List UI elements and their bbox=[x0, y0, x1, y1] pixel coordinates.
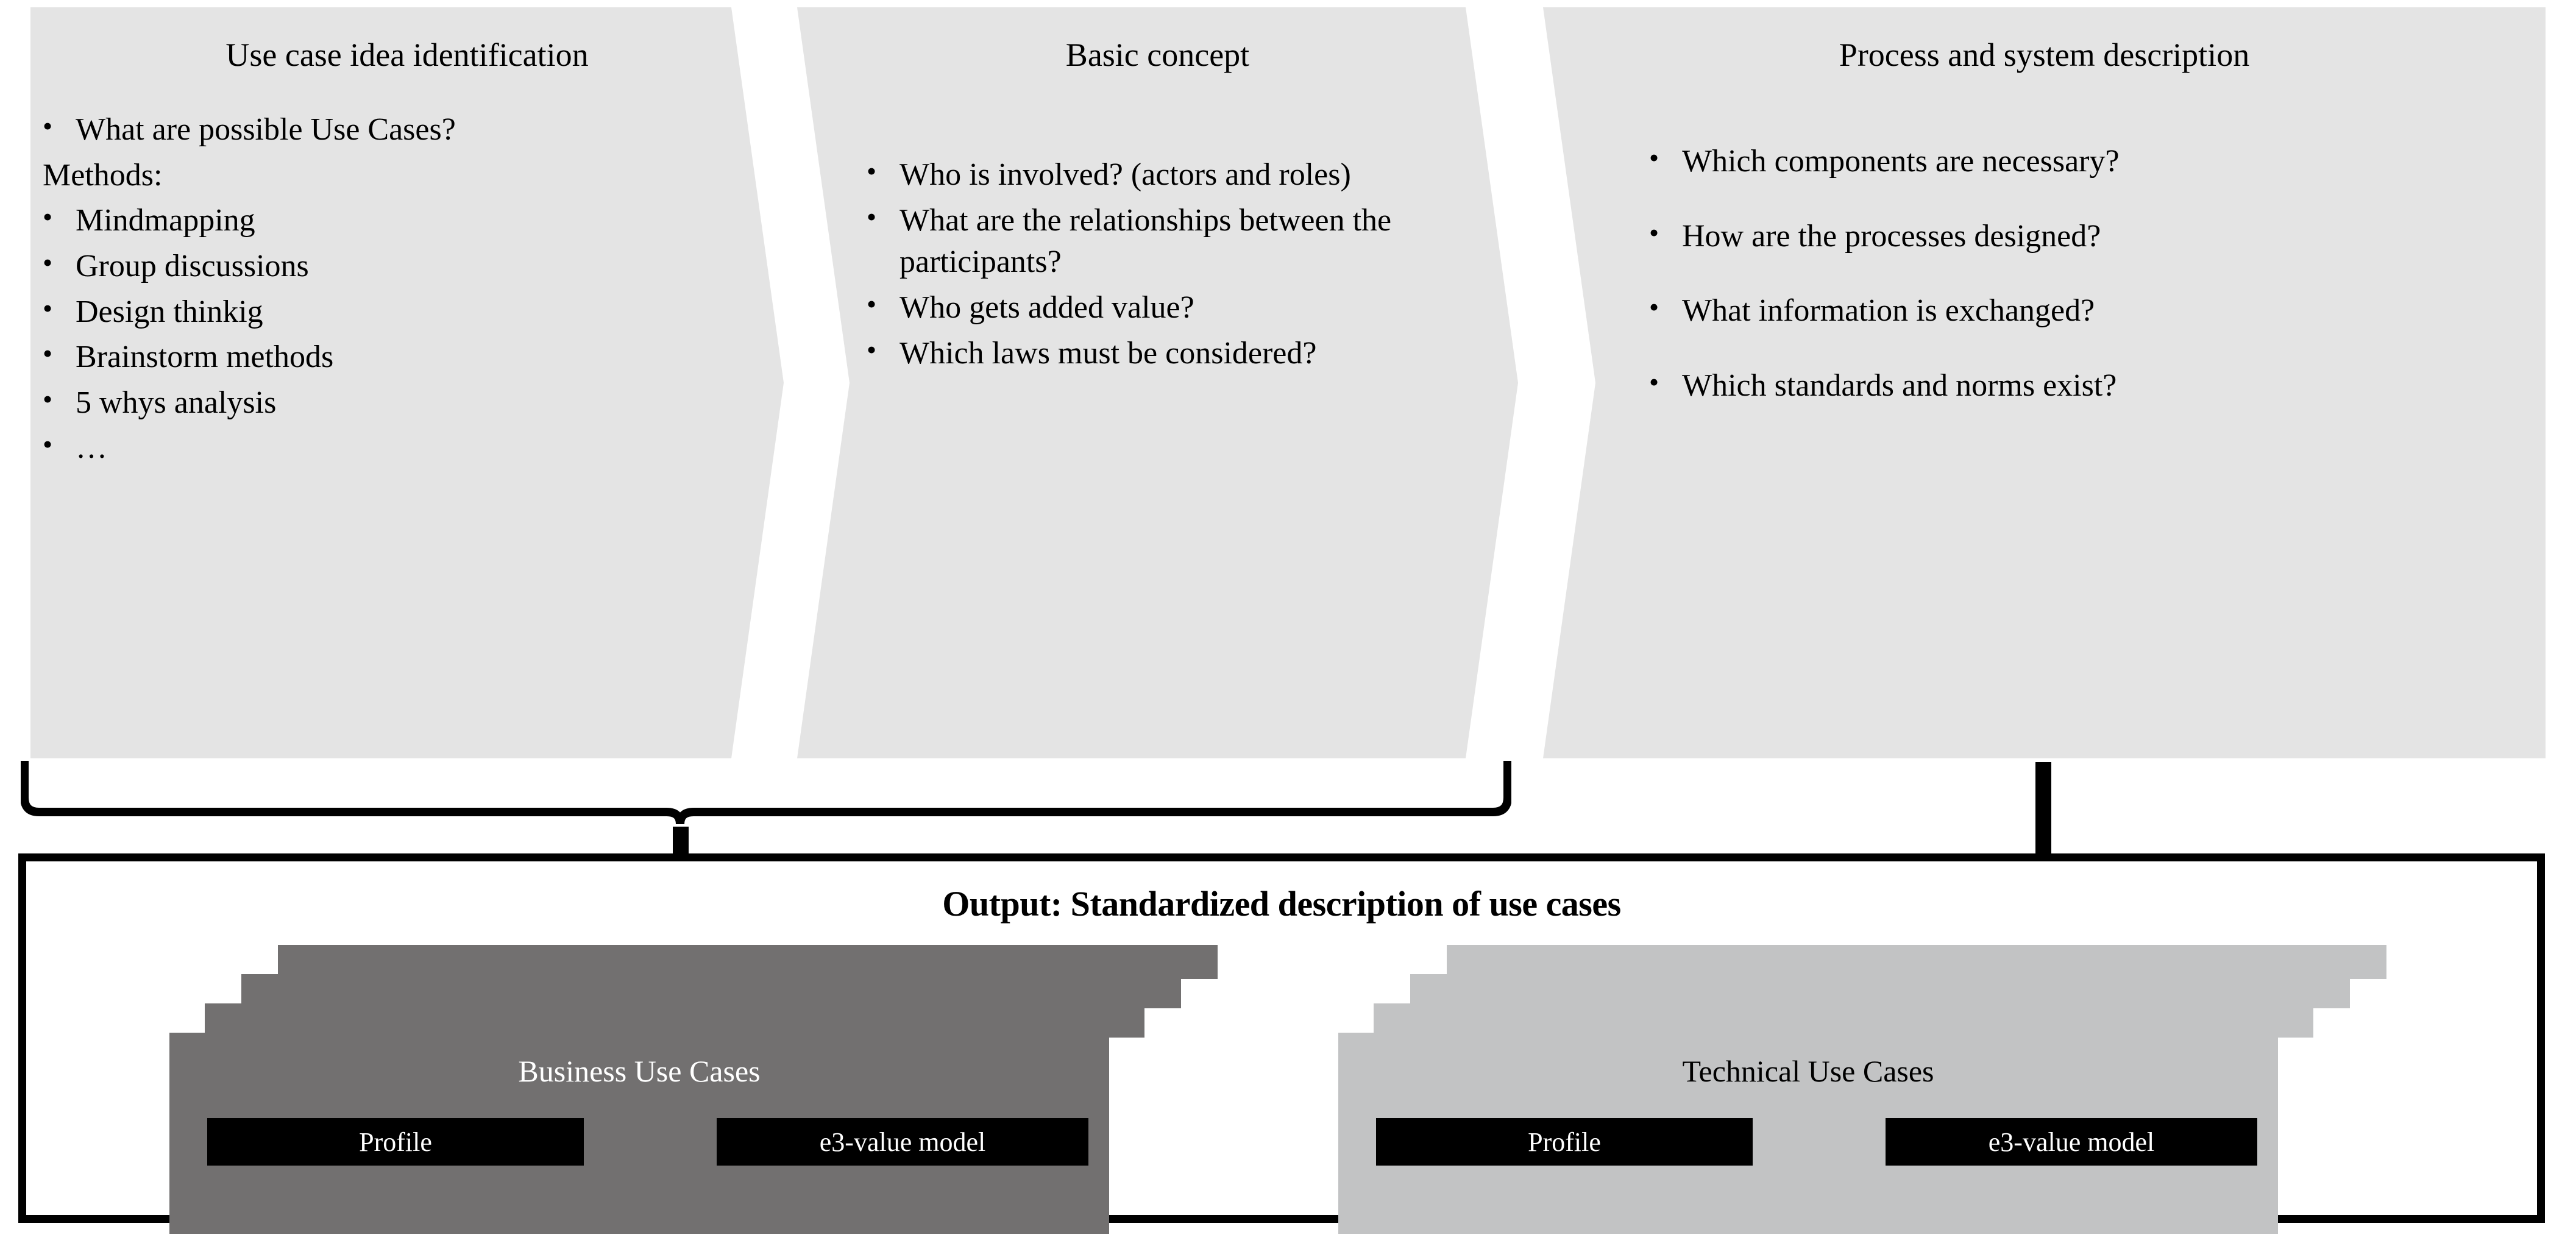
list-item: Mindmapping bbox=[34, 199, 704, 242]
stack-sheet bbox=[1447, 945, 2386, 979]
card-title: Technical Use Cases bbox=[1682, 1054, 1934, 1088]
list-item: Which components are necessary? bbox=[1641, 140, 2509, 183]
output-title: Output: Standardized description of use … bbox=[942, 884, 1621, 924]
chip-profile: Profile bbox=[207, 1118, 584, 1166]
list-item: Which standards and norms exist? bbox=[1641, 364, 2509, 407]
chip-profile: Profile bbox=[1376, 1118, 1753, 1166]
list-item: Who is involved? (actors and roles) bbox=[858, 153, 1451, 196]
panel-bullet-list: What are possible Use Cases? Methods: Mi… bbox=[34, 108, 704, 469]
panel-title: Use case idea identification bbox=[225, 37, 589, 73]
stack-sheet bbox=[205, 1003, 1144, 1038]
list-item: 5 whys analysis bbox=[34, 381, 704, 424]
stack-sheet bbox=[1410, 974, 2350, 1008]
list-item: Which laws must be considered? bbox=[858, 332, 1451, 375]
stack-sheet bbox=[1374, 1003, 2313, 1038]
list-item: Design thinkig bbox=[34, 290, 704, 333]
stack-sheet bbox=[278, 945, 1218, 979]
panel-bullet-list: Which components are necessary? How are … bbox=[1641, 140, 2509, 407]
list-item: What information is exchanged? bbox=[1641, 289, 2509, 332]
card-technical-use-cases: Technical Use Cases Profile e3-value mod… bbox=[1338, 1033, 2278, 1234]
list-item: Brainstorm methods bbox=[34, 335, 704, 379]
chip-e3-value-model: e3-value model bbox=[717, 1118, 1088, 1166]
chip-e3-value-model: e3-value model bbox=[1886, 1118, 2257, 1166]
stack-technical-use-cases: Technical Use Cases Profile e3-value mod… bbox=[1338, 908, 2386, 1238]
stack-sheet bbox=[241, 974, 1181, 1008]
list-item: Who gets added value? bbox=[858, 286, 1451, 329]
panel-title: Process and system description bbox=[1839, 37, 2250, 73]
panel-basic-concept: Basic concept Who is involved? (actors a… bbox=[797, 7, 1518, 758]
panel-use-case-idea-identification: Use case idea identification What are po… bbox=[30, 7, 784, 758]
stack-business-use-cases: Business Use Cases Profile e3-value mode… bbox=[169, 908, 1218, 1238]
list-item: How are the processes designed? bbox=[1641, 215, 2509, 258]
panel-title: Basic concept bbox=[1065, 37, 1250, 73]
panel-bullet-list: Who is involved? (actors and roles) What… bbox=[858, 153, 1451, 375]
list-item: What are the relationships between the p… bbox=[858, 199, 1451, 283]
list-item: Group discussions bbox=[34, 244, 704, 288]
brace-connector bbox=[21, 761, 1511, 832]
list-item: What are possible Use Cases? bbox=[34, 108, 704, 151]
card-title: Business Use Cases bbox=[518, 1054, 761, 1088]
panel-process-and-system-description: Process and system description Which com… bbox=[1543, 7, 2546, 758]
card-business-use-cases: Business Use Cases Profile e3-value mode… bbox=[169, 1033, 1109, 1234]
list-item: … bbox=[34, 426, 704, 469]
list-item: Methods: bbox=[43, 157, 163, 193]
